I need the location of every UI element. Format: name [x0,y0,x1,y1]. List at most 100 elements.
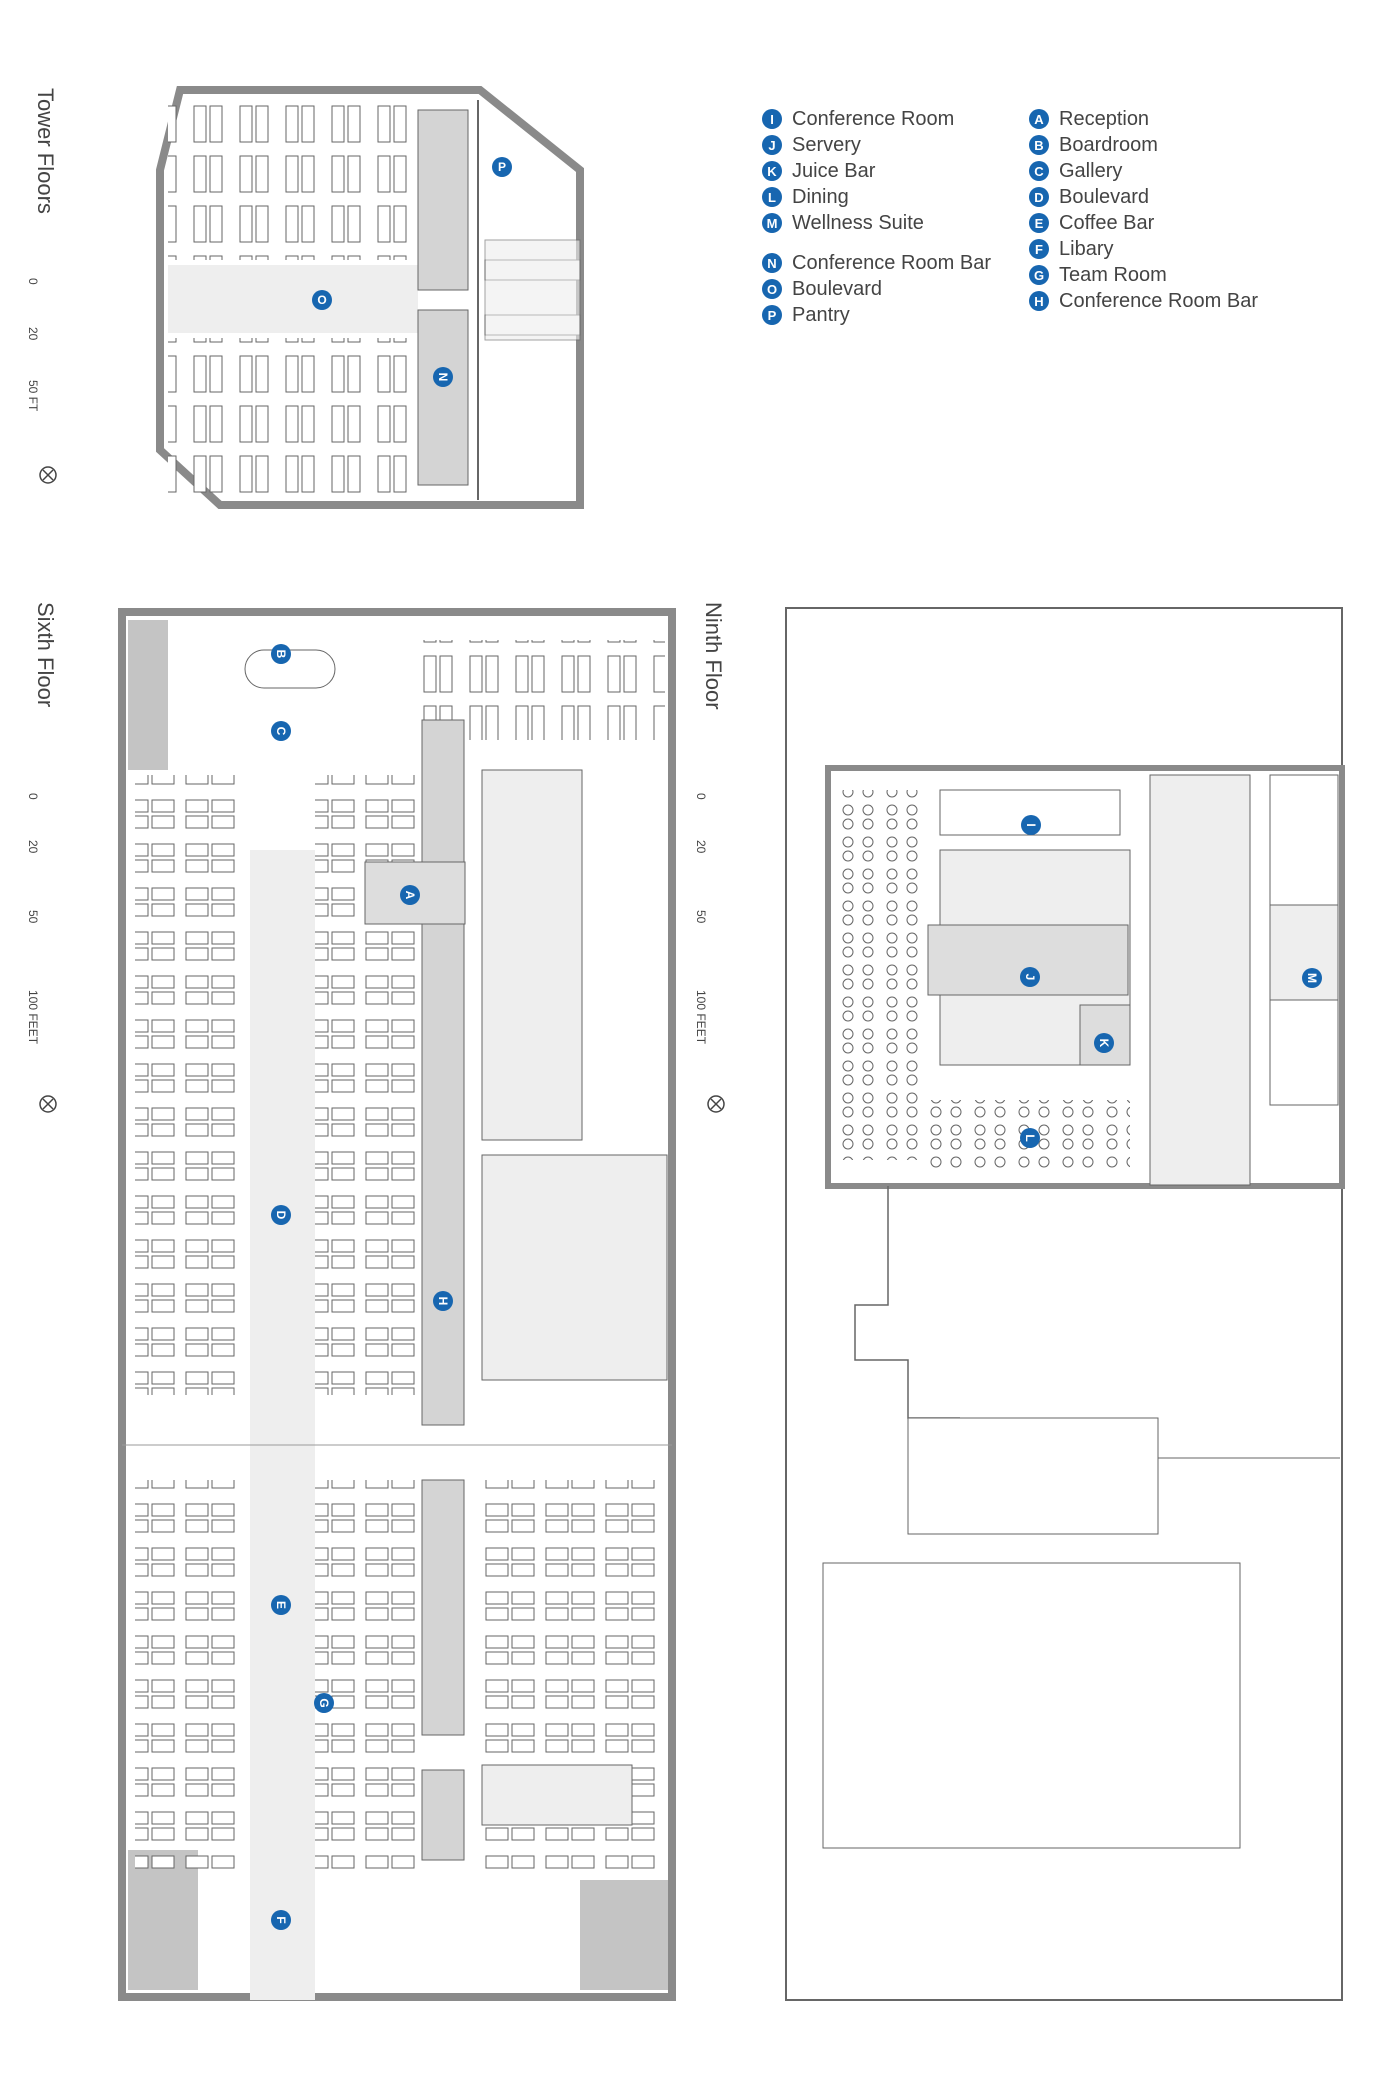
legend-item: J Servery [762,132,991,158]
scale-label: 0 [694,793,708,800]
north-arrow-icon [707,1095,725,1113]
legend-label: Reception [1059,107,1150,130]
marker-k: K [1094,1033,1114,1053]
marker-badge: H [1029,291,1049,311]
legend-label: Libary [1059,237,1114,260]
legend-item: G Team Room [1029,262,1258,288]
marker-letter: K [1097,1039,1111,1048]
marker-badge: J [762,135,782,155]
sixth-floor-title: Sixth Floor [33,602,58,708]
marker-badge: L [762,187,782,207]
marker-badge: C [1029,161,1049,181]
legend-label: Gallery [1059,159,1123,182]
scale-label: 20 [26,327,40,341]
marker-letter: G [317,1698,331,1707]
legend-item: N Conference Room Bar [762,250,991,276]
marker-letter: A [403,891,417,900]
marker-p: P [492,157,512,177]
marker-d: D [271,1205,291,1225]
scale-label: 100 FEET [694,990,708,1045]
marker-letter: J [1023,974,1037,981]
marker-circle [271,721,291,741]
marker-badge: B [1029,135,1049,155]
marker-circle [312,290,332,310]
marker-badge: G [1029,265,1049,285]
scale-label: 0 [26,278,40,285]
marker-letter: B [274,650,288,659]
marker-circle [400,885,420,905]
ninth-floor-title: Ninth Floor [701,602,726,710]
marker-letter: O [317,293,326,307]
marker-badge: F [1029,239,1049,259]
marker-n: N [433,367,453,387]
legend-item: E Coffee Bar [1029,210,1258,236]
north-arrow-icon [39,1095,57,1113]
legend-label: Boulevard [1059,185,1150,208]
north-arrow-icon [39,466,57,484]
tower-floor-plan [156,86,584,509]
marker-circle [314,1693,334,1713]
marker-circle [1020,1128,1040,1148]
marker-badge: I [762,109,782,129]
marker-letter: H [436,1297,450,1306]
legend-label: Boardroom [1059,133,1158,156]
marker-circle [1302,968,1322,988]
marker-l: L [1020,1128,1040,1148]
legend-label: Coffee Bar [1059,211,1155,234]
legend-item: F Libary [1029,236,1258,262]
legend-item: B Boardroom [1029,132,1258,158]
legend-label: Team Room [1059,263,1167,286]
legend-label: Dining [792,185,849,208]
marker-a: A [400,885,420,905]
marker-g: G [314,1693,334,1713]
scale-label: 0 [26,793,40,800]
legend-label: Conference Room Bar [1059,289,1258,312]
tower-floors-title: Tower Floors [33,88,58,214]
legend-label: Wellness Suite [792,211,924,234]
scale-label: 20 [694,840,708,854]
legend-item: A Reception [1029,106,1258,132]
marker-c: C [271,721,291,741]
marker-letter: N [436,373,450,382]
marker-h: H [433,1291,453,1311]
legend-label: Conference Room Bar [792,251,991,274]
marker-circle [271,1595,291,1615]
marker-letter: F [274,1916,288,1923]
marker-badge: N [762,253,782,273]
marker-letter: I [1024,823,1038,826]
marker-circle [492,157,512,177]
marker-letter: M [1305,973,1319,983]
marker-badge: P [762,305,782,325]
marker-circle [271,644,291,664]
marker-i: I [1021,815,1041,835]
legend-item: C Gallery [1029,158,1258,184]
legend-label: Juice Bar [792,159,876,182]
marker-e: E [271,1595,291,1615]
marker-circle [433,367,453,387]
legend-label: Pantry [792,303,850,326]
sixth-floor-plan [118,608,676,2001]
marker-o: O [312,290,332,310]
marker-circle [1094,1033,1114,1053]
marker-letter: E [274,1601,288,1609]
marker-circle [433,1291,453,1311]
legend-label: Servery [792,133,861,156]
scale-label: 100 FEET [26,990,40,1045]
marker-letter: D [274,1211,288,1220]
marker-badge: A [1029,109,1049,129]
marker-circle [271,1910,291,1930]
legend-item: L Dining [762,184,991,210]
marker-m: M [1302,968,1322,988]
legend-item: H Conference Room Bar [1029,288,1258,314]
marker-circle [271,1205,291,1225]
legend-item: P Pantry [762,302,991,328]
marker-badge: E [1029,213,1049,233]
